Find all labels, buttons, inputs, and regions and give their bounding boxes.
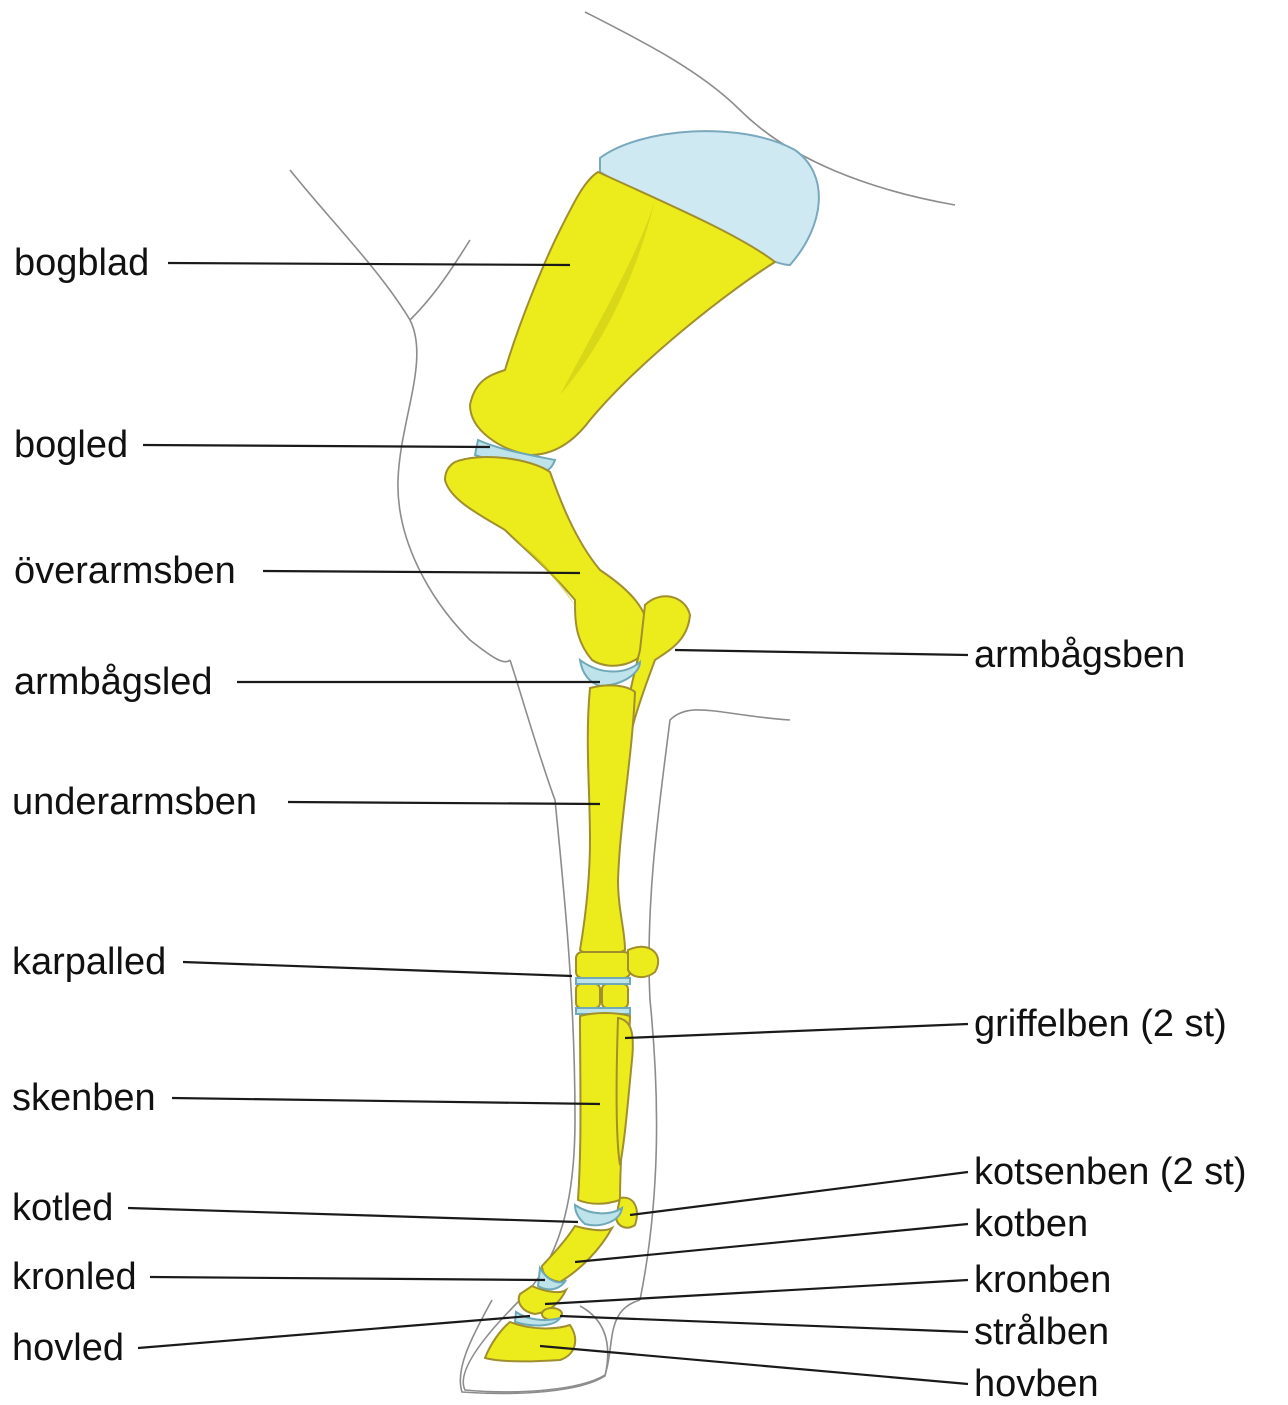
leader-kronled [150,1277,545,1280]
label-griffelben: griffelben (2 st) [974,1005,1227,1043]
label-overarmsben: överarmsben [14,552,236,590]
leader-underarmsben [288,802,600,804]
leader-bogblad [168,263,570,265]
label-bogled: bogled [14,426,128,464]
label-karpalled: karpalled [12,943,166,981]
leader-overarmsben [263,571,580,573]
leader-kotled [128,1208,578,1222]
radius-bone [580,685,635,956]
leader-kronben [545,1280,968,1304]
label-kotsenben: kotsenben (2 st) [974,1153,1246,1191]
carpal-bones [576,947,658,1014]
label-kotled: kotled [12,1189,113,1227]
coffin-bone [485,1322,575,1361]
label-kronben: kronben [974,1261,1111,1299]
label-stralben: strålben [974,1313,1109,1351]
leader-hovled [138,1316,530,1348]
label-armbagsled: armbågsled [14,663,213,701]
leader-stralben [560,1316,968,1332]
label-kronled: kronled [12,1258,137,1296]
label-skenben: skenben [12,1079,156,1117]
label-underarmsben: underarmsben [12,783,257,821]
leader-armbagsben [675,650,968,655]
label-kotben: kotben [974,1205,1088,1243]
humerus-bone [445,457,650,666]
leader-skenben [172,1098,600,1104]
leader-griffelben [625,1024,968,1038]
label-hovled: hovled [12,1329,124,1367]
fetlock-joint [575,1205,622,1225]
leader-bogled [143,445,490,447]
long-pastern-bone [542,1226,612,1282]
label-armbagsben: armbågsben [974,636,1185,674]
leader-hovben [540,1346,968,1384]
label-hovben: hovben [974,1365,1099,1403]
leader-kotben [575,1224,968,1262]
leader-karpalled [183,962,572,976]
splint-bone [617,1018,633,1165]
leader-kotsenben [630,1172,968,1215]
label-bogblad: bogblad [14,244,149,282]
